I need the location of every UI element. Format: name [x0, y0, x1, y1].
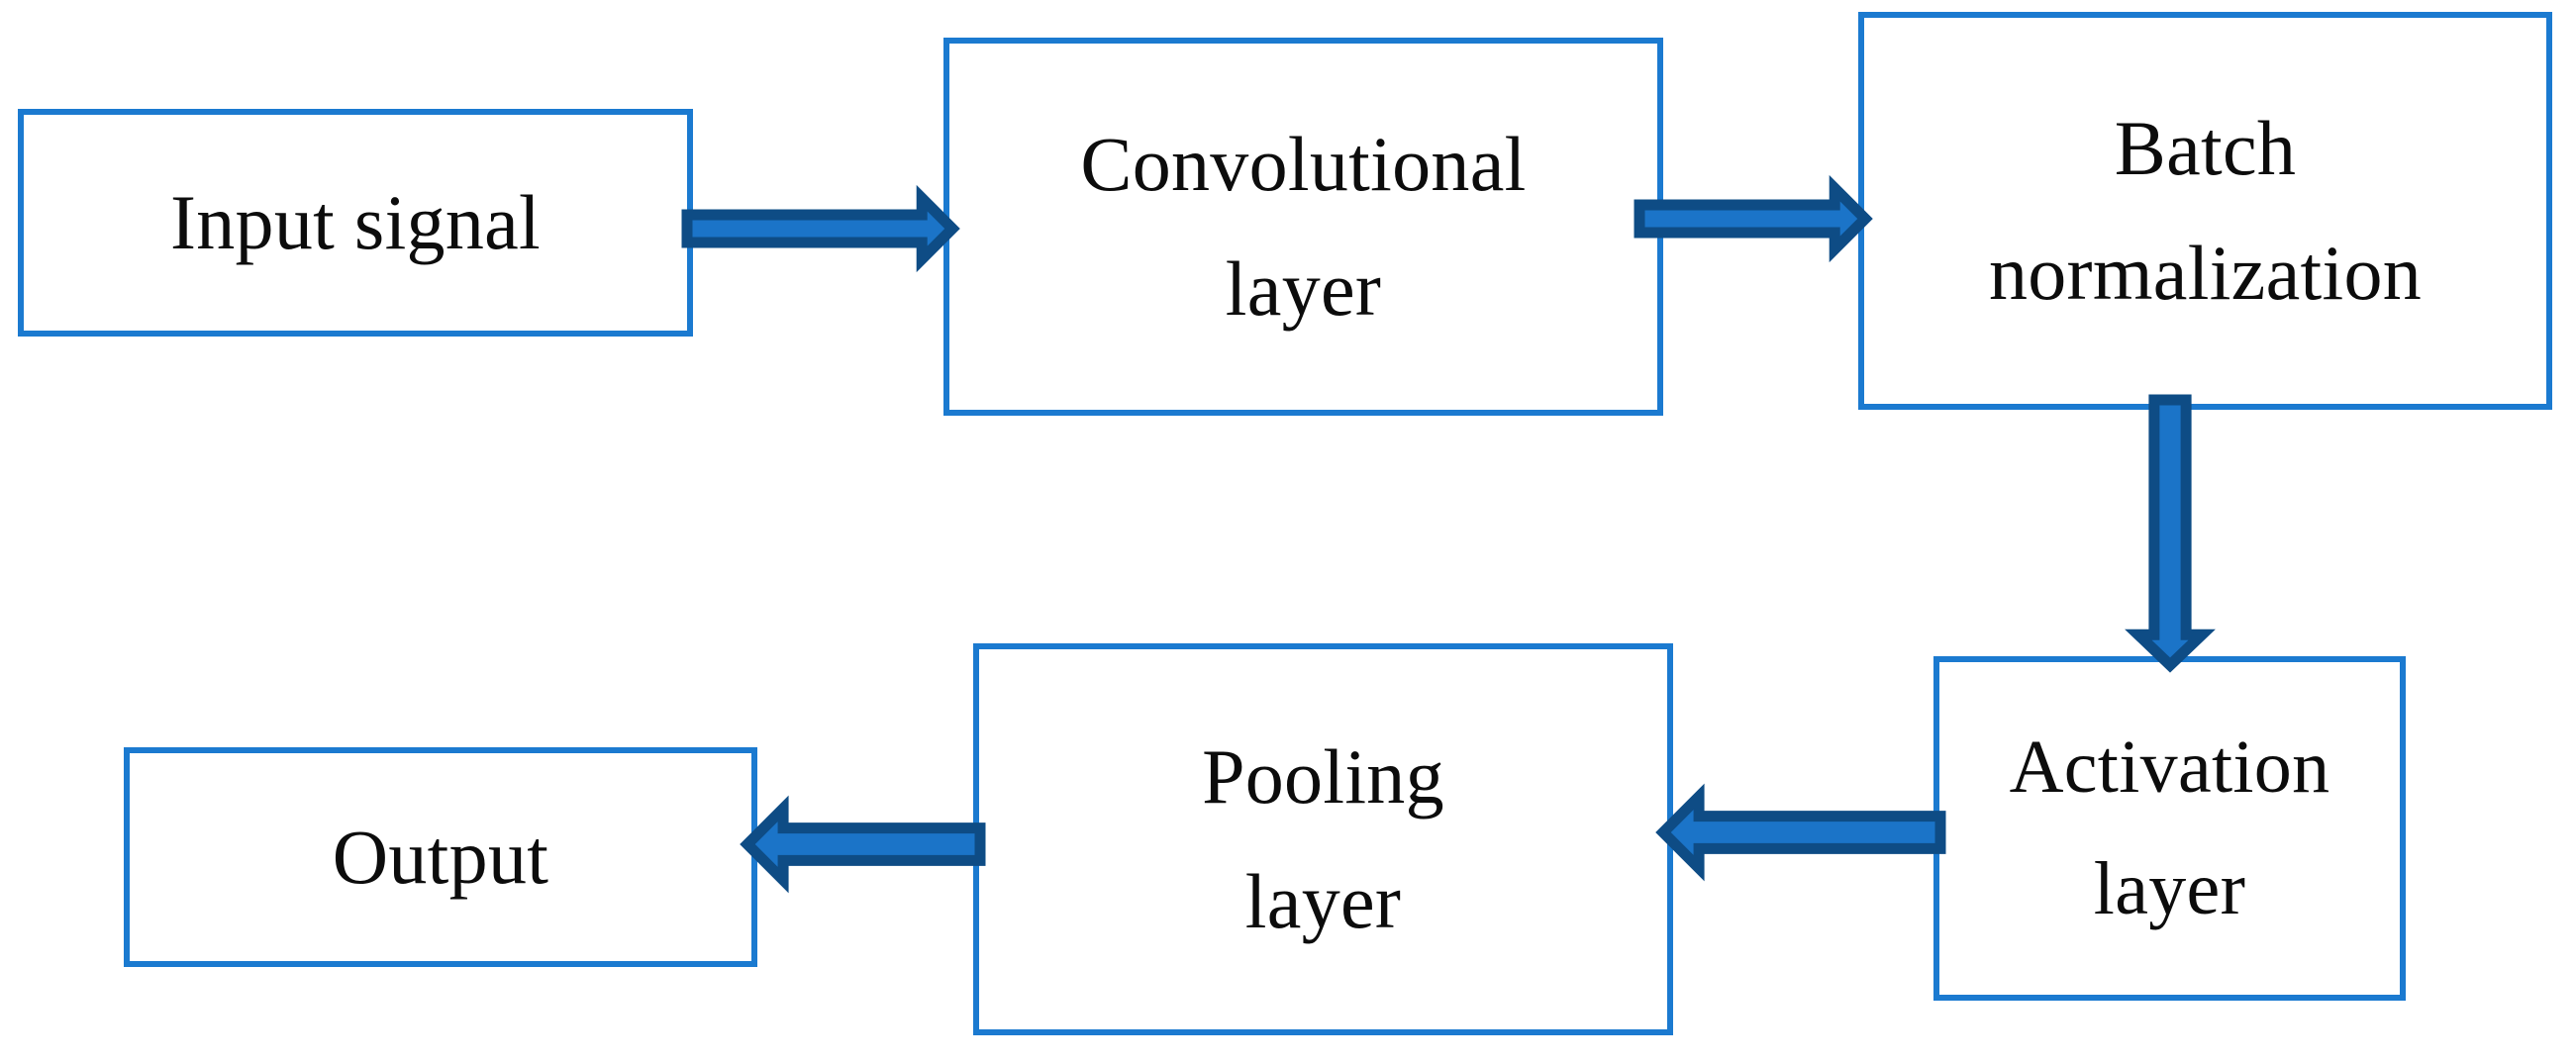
arrow-input-to-convolutional: [681, 184, 960, 273]
arrow-pooling-to-output: [740, 795, 986, 894]
node-label-line: Input signal: [169, 178, 542, 265]
node-convolutional-layer[interactable]: Convolutional layer: [943, 38, 1663, 416]
node-label-line: layer: [1244, 858, 1402, 944]
arrow-batch-to-activation: [2125, 394, 2216, 673]
node-batch-normalization[interactable]: Batch normalization: [1858, 12, 2552, 410]
node-input-signal[interactable]: Input signal: [18, 109, 693, 337]
node-label-line: layer: [1225, 245, 1382, 332]
node-output[interactable]: Output: [124, 747, 757, 967]
node-label-line: Convolutional: [1080, 120, 1527, 207]
node-label-line: normalization: [1988, 230, 2423, 316]
node-pooling-layer[interactable]: Pooling layer: [973, 643, 1673, 1035]
arrow-activation-to-pooling: [1655, 783, 1946, 882]
node-activation-layer[interactable]: Activation layer: [1933, 656, 2406, 1001]
node-label-line: Output: [332, 813, 549, 900]
node-label-line: Pooling: [1202, 732, 1444, 820]
node-label-line: Activation: [2009, 725, 2330, 809]
node-label-line: Batch: [2114, 104, 2297, 191]
node-label-line: layer: [2093, 847, 2246, 930]
arrow-convolutional-to-batch: [1634, 174, 1873, 263]
